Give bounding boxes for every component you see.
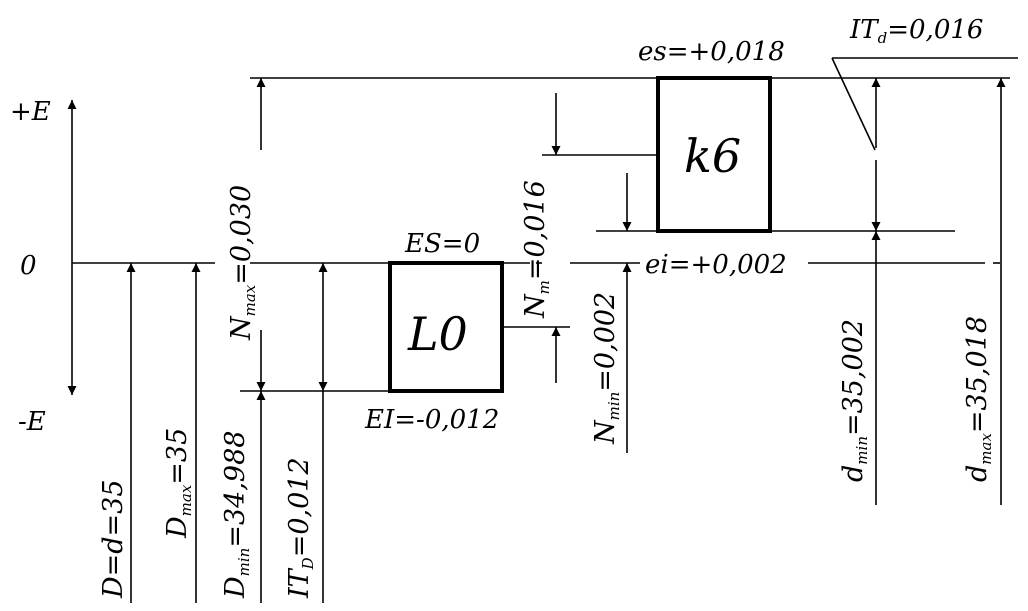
nm-label: Nm=0,016 (520, 180, 553, 319)
itd-leader-line (831, 57, 876, 151)
zero-label: 0 (20, 251, 37, 281)
itd-hole-label: ITD=0,012 (284, 457, 317, 599)
hole-field-label: L0 (407, 307, 468, 361)
extension-lines (72, 57, 1018, 392)
nominal-size-label: D=d=35 (98, 479, 129, 599)
dmin-shaft-label: dmin=35,002 (838, 319, 871, 482)
itd-shaft-label: ITd=0,016 (849, 15, 983, 47)
dmax-shaft-label: dmax=35,018 (962, 316, 995, 482)
lower-shaft-deviation-label: ei=+0,002 (645, 250, 787, 280)
shaft-tolerance-field (656, 76, 772, 233)
nmin-label: Nmin=0,002 (590, 292, 623, 445)
hole-tolerance-field (388, 261, 504, 393)
lower-hole-deviation-label: EI=-0,012 (364, 405, 499, 435)
nmax-label: Nmax=0,030 (226, 185, 259, 341)
dmin-hole-label: Dmin=34,988 (220, 431, 253, 599)
minus-e-label: -E (18, 407, 46, 437)
upper-hole-deviation-label: ES=0 (404, 229, 480, 259)
dimension-arrows (67, 78, 1006, 603)
shaft-field-label: k6 (684, 129, 741, 183)
dmax-hole-label: Dmax=35 (162, 428, 195, 539)
plus-e-label: +E (10, 97, 51, 127)
upper-shaft-deviation-label: es=+0,018 (638, 37, 785, 67)
